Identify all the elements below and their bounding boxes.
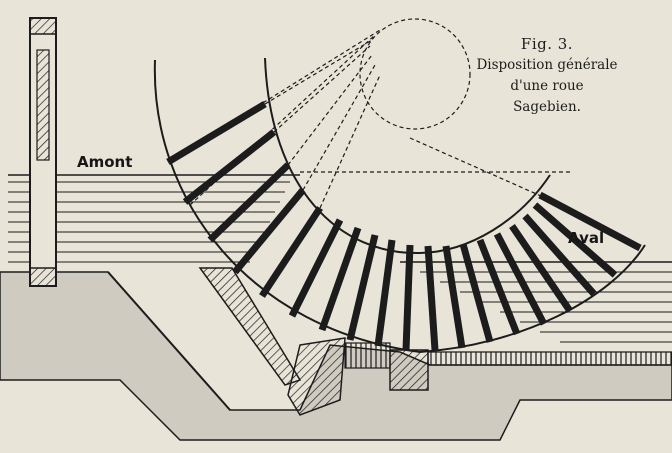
wheel-blades <box>166 100 642 351</box>
sluice-gate <box>29 17 57 287</box>
breast-wall <box>198 267 672 416</box>
figure-caption: Fig. 3. Disposition générale d'une roue … <box>462 34 632 118</box>
caption-figure-number: Fig. 3. <box>520 35 574 53</box>
caption-line-2: d'une roue <box>510 78 584 94</box>
axle-construction <box>167 18 570 209</box>
caption-line-3: Sagebien. <box>513 99 581 115</box>
upstream-label: Amont <box>77 153 133 171</box>
wheel-channel <box>153 57 646 354</box>
downstream-label: Aval <box>568 229 605 247</box>
caption-line-1: Disposition générale <box>476 57 618 73</box>
